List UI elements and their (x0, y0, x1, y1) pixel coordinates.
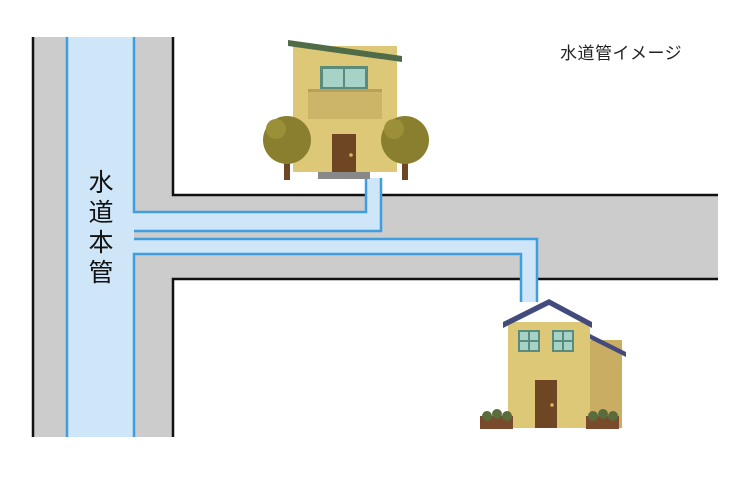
tree-icon (263, 116, 311, 180)
hedge-icon (586, 409, 619, 429)
main-pipe-label-char: 本 (88, 228, 114, 257)
diagram-caption: 水道管イメージ (560, 44, 683, 64)
house-icon (503, 299, 626, 428)
main-water-pipe (65, 37, 134, 437)
main-pipe-label-char: 管 (88, 258, 114, 287)
house-icon (288, 40, 402, 179)
main-pipe-label-char: 道 (88, 198, 114, 227)
hedge-icon (480, 409, 513, 429)
main-pipe-label-char: 水 (88, 168, 114, 197)
branch-pipes (132, 37, 539, 437)
tree-icon (381, 116, 429, 180)
main-pipe-label: 水 道 本 管 (84, 168, 118, 288)
